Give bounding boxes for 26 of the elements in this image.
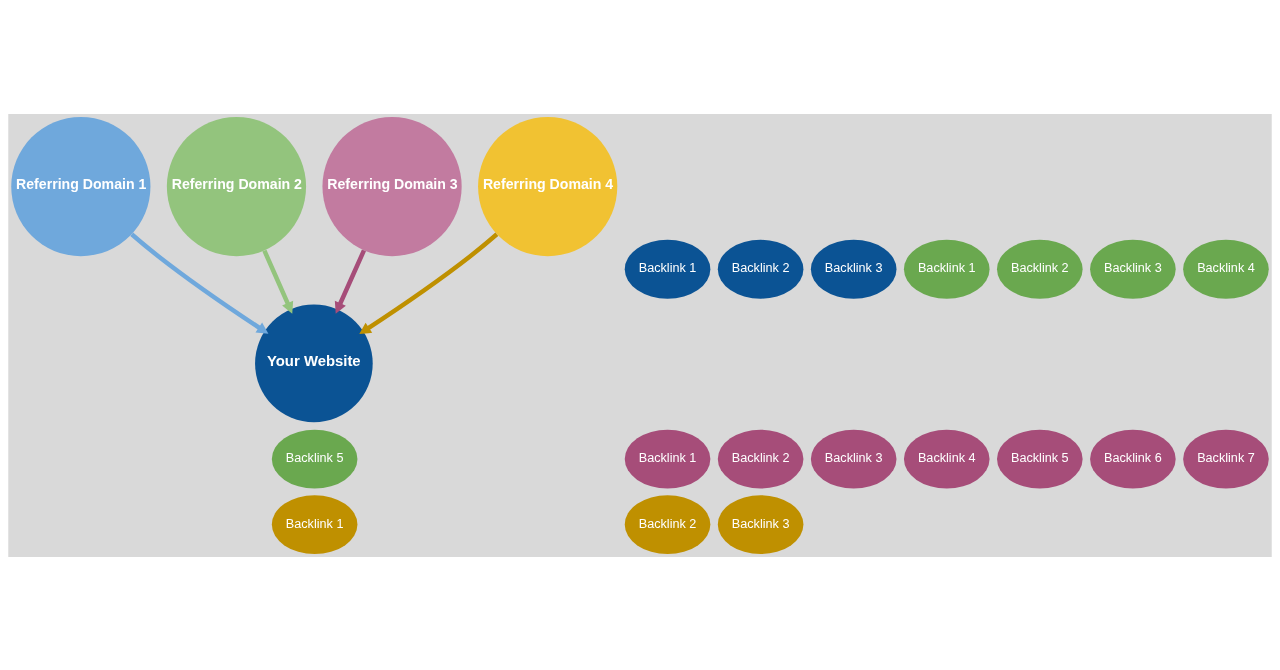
node-ellipse: Backlink 7 (1183, 429, 1269, 488)
node-ellipse: Backlink 1 (903, 239, 990, 299)
node-circle: Referring Domain 3 (322, 116, 462, 256)
node-ellipse: Backlink 1 (624, 429, 711, 488)
node-ellipse: Backlink 3 (1090, 239, 1176, 299)
arrow (130, 232, 269, 334)
node-ellipse: Backlink 2 (997, 239, 1083, 299)
arrow (359, 232, 499, 334)
node-ellipse: Backlink 5 (997, 429, 1083, 488)
arrow (334, 248, 366, 314)
node-ellipse: Backlink 2 (717, 239, 804, 299)
node-ellipse: Backlink 3 (717, 494, 804, 554)
node-ellipse: Backlink 2 (624, 494, 711, 554)
node-ellipse: Backlink 2 (717, 429, 804, 488)
arrow (262, 249, 294, 314)
node-circle: Referring Domain 1 (11, 116, 151, 256)
node-ellipse: Backlink 5 (271, 429, 358, 488)
node-ellipse: Backlink 4 (1183, 239, 1269, 299)
node-circle: Referring Domain 2 (166, 116, 307, 256)
node-ellipse: Backlink 4 (903, 429, 990, 488)
node-ellipse: Backlink 3 (810, 239, 897, 299)
node-ellipse: Backlink 1 (271, 494, 358, 554)
node-ellipse: Backlink 6 (1090, 429, 1176, 488)
node-ellipse: Backlink 1 (624, 239, 711, 299)
node-circle: Referring Domain 4 (478, 116, 618, 256)
node-ellipse: Backlink 3 (810, 429, 897, 488)
